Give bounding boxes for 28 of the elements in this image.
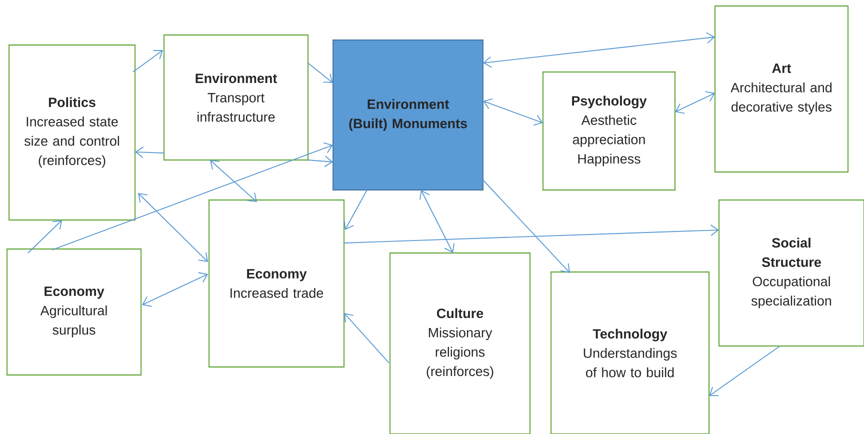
- concept-box: Art Architectural and decorative styles: [714, 5, 849, 173]
- arrow: [483, 32, 715, 68]
- central-box: Environment (Built) Monuments: [332, 40, 484, 190]
- concept-box: Environment Transport infrastructure: [163, 34, 309, 161]
- arrow: [142, 272, 208, 307]
- arrow: [138, 193, 208, 262]
- arrow: [344, 313, 390, 364]
- concept-box: Technology Understandings of how to build: [550, 271, 710, 434]
- arrow: [483, 98, 543, 126]
- concept-box: Culture Missionary religions (reinforces): [389, 252, 531, 434]
- arrow: [675, 91, 715, 114]
- concept-box: Economy Increased trade: [208, 199, 345, 368]
- concept-box: Politics Increased state size and control (reinforces): [8, 44, 136, 221]
- arrow: [308, 156, 333, 168]
- concept-box: Social Structure Occupational specialization: [718, 199, 864, 347]
- arrow: [28, 220, 62, 254]
- concept-box: Psychology Aesthetic appreciation Happiness: [542, 71, 676, 191]
- arrow: [344, 190, 368, 230]
- arrow: [308, 62, 333, 83]
- arrow: [210, 160, 257, 202]
- arrow: [344, 224, 719, 244]
- arrow: [52, 142, 333, 250]
- concept-box: Economy Agricultural surplus: [6, 248, 142, 376]
- arrow: [132, 50, 164, 72]
- arrow: [709, 346, 780, 396]
- arrow: [482, 180, 570, 273]
- arrow: [419, 190, 455, 253]
- arrow: [135, 146, 164, 158]
